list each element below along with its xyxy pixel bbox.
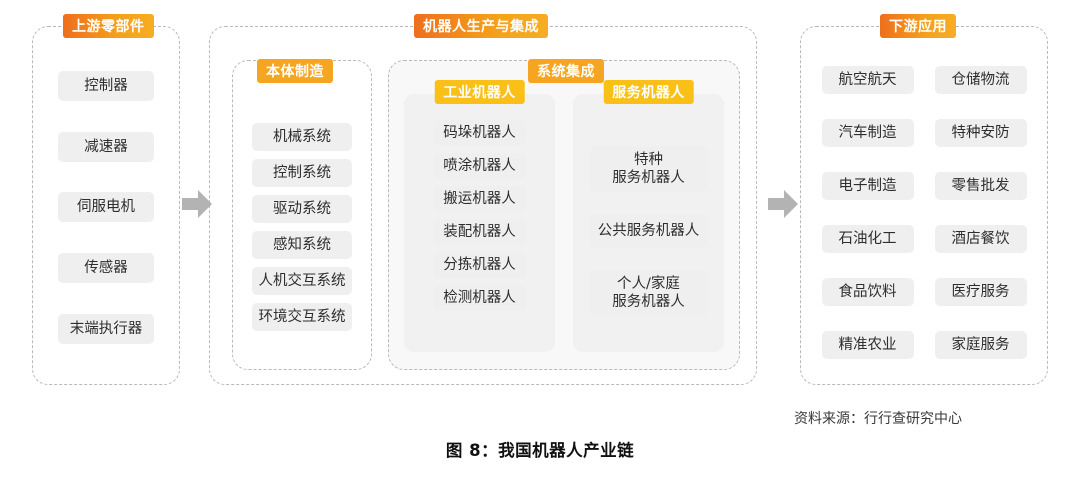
upstream-item[interactable]: 传感器 — [58, 253, 154, 284]
downstream-item[interactable]: 零售批发 — [934, 172, 1027, 201]
upstream-item[interactable]: 伺服电机 — [58, 192, 154, 223]
industrial-robot-item[interactable]: 装配机器人 — [433, 219, 526, 245]
downstream-item[interactable]: 家庭服务 — [934, 330, 1027, 359]
downstream-item[interactable]: 汽车制造 — [821, 119, 914, 148]
upstream-item[interactable]: 末端执行器 — [58, 314, 154, 345]
body-manufacturing-item[interactable]: 环境交互系统 — [252, 303, 352, 331]
upstream-item-list: 控制器 减速器 伺服电机 传感器 末端执行器 — [32, 26, 180, 385]
service-robot-item[interactable]: 特种 服务机器人 — [589, 146, 708, 192]
body-manufacturing-item[interactable]: 驱动系统 — [252, 195, 352, 223]
industrial-robot-title-badge: 工业机器人 — [434, 80, 525, 104]
body-manufacturing-item[interactable]: 机械系统 — [252, 123, 352, 151]
system-integration-panels: 工业机器人 码垛机器人 喷涂机器人 搬运机器人 装配机器人 分拣机器人 检测机器… — [388, 60, 740, 370]
system-integration-title-badge: 系统集成 — [528, 59, 604, 83]
downstream-item[interactable]: 食品饮料 — [821, 277, 914, 306]
service-robot-item[interactable]: 公共服务机器人 — [589, 214, 708, 248]
downstream-item[interactable]: 电子制造 — [821, 172, 914, 201]
downstream-item[interactable]: 酒店餐饮 — [934, 224, 1027, 253]
downstream-item[interactable]: 仓储物流 — [934, 66, 1027, 95]
figure-caption: 图 8：我国机器人产业链 — [445, 441, 635, 460]
industrial-robot-item[interactable]: 喷涂机器人 — [433, 153, 526, 179]
arrow-right-icon — [766, 187, 800, 221]
body-manufacturing-item[interactable]: 感知系统 — [252, 231, 352, 259]
service-robot-panel: 服务机器人 特种 服务机器人 公共服务机器人 个人/家庭 服务机器人 — [573, 80, 724, 352]
service-robot-item[interactable]: 个人/家庭 服务机器人 — [589, 270, 708, 316]
downstream-item[interactable]: 医疗服务 — [934, 277, 1027, 306]
industrial-robot-item[interactable]: 分拣机器人 — [433, 252, 526, 278]
body-manufacturing-item[interactable]: 人机交互系统 — [252, 267, 352, 295]
downstream-item[interactable]: 石油化工 — [821, 224, 914, 253]
service-robot-title-badge: 服务机器人 — [603, 80, 694, 104]
body-manufacturing-item[interactable]: 控制系统 — [252, 159, 352, 187]
source-note: 资料来源：行行查研究中心 — [794, 411, 962, 427]
body-manufacturing-item-list: 机械系统 控制系统 驱动系统 感知系统 人机交互系统 环境交互系统 — [232, 60, 372, 370]
downstream-item[interactable]: 精准农业 — [821, 330, 914, 359]
industrial-robot-panel: 工业机器人 码垛机器人 喷涂机器人 搬运机器人 装配机器人 分拣机器人 检测机器… — [404, 80, 555, 352]
arrow-right-icon — [180, 187, 214, 221]
downstream-item[interactable]: 航空航天 — [821, 66, 914, 95]
industrial-robot-item[interactable]: 检测机器人 — [433, 285, 526, 311]
upstream-item[interactable]: 减速器 — [58, 131, 154, 162]
downstream-item[interactable]: 特种安防 — [934, 119, 1027, 148]
middle-title-badge: 机器人生产与集成 — [414, 14, 548, 38]
upstream-title-badge: 上游零部件 — [63, 14, 154, 38]
downstream-title-badge: 下游应用 — [880, 14, 956, 38]
industrial-robot-item[interactable]: 搬运机器人 — [433, 186, 526, 212]
upstream-item[interactable]: 控制器 — [58, 70, 154, 101]
downstream-item-grid: 航空航天 仓储物流 汽车制造 特种安防 电子制造 零售批发 石油化工 酒店餐饮 … — [800, 26, 1048, 385]
body-manufacturing-title-badge: 本体制造 — [257, 59, 333, 83]
industrial-robot-item[interactable]: 码垛机器人 — [433, 120, 526, 146]
